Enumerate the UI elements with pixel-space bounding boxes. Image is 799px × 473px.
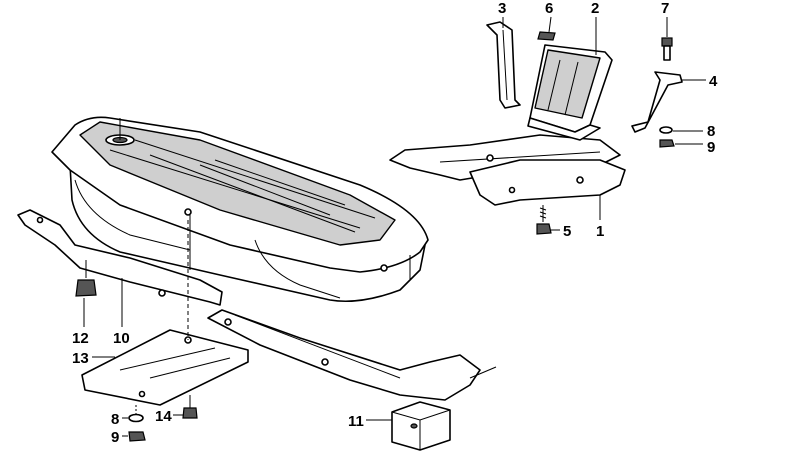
callout-14: 14 [155, 408, 172, 425]
bolt [661, 17, 673, 61]
callout-8-left: 8 [111, 411, 119, 428]
callout-10: 10 [113, 330, 130, 347]
callout-2: 2 [591, 0, 599, 17]
connector-box [366, 401, 451, 451]
callout-1: 1 [596, 223, 604, 240]
callout-13: 13 [72, 350, 89, 367]
callout-4: 4 [709, 73, 718, 90]
mounting-bracket [527, 17, 613, 141]
washer-nut-left [122, 405, 146, 442]
callout-11: 11 [348, 413, 364, 430]
mounting-strap [17, 209, 223, 327]
rubber-mount [75, 260, 97, 327]
callout-7: 7 [661, 0, 669, 17]
callout-3: 3 [498, 0, 506, 17]
guide-rail [207, 309, 497, 401]
callout-5: 5 [563, 223, 571, 240]
callout-9-right: 9 [707, 139, 715, 156]
angle-bracket [631, 71, 706, 133]
callout-6: 6 [545, 0, 553, 17]
cover-plate [81, 220, 249, 406]
callout-9-left: 9 [111, 429, 119, 446]
bolt-bottom [173, 395, 198, 419]
screw [536, 205, 560, 235]
washer-nut-right [659, 126, 703, 148]
heat-shield [389, 134, 626, 206]
clip [537, 16, 556, 41]
callout-12: 12 [72, 330, 89, 347]
strap-bracket [486, 17, 521, 109]
callout-8-right: 8 [707, 123, 715, 140]
fuel-tank [51, 116, 429, 303]
